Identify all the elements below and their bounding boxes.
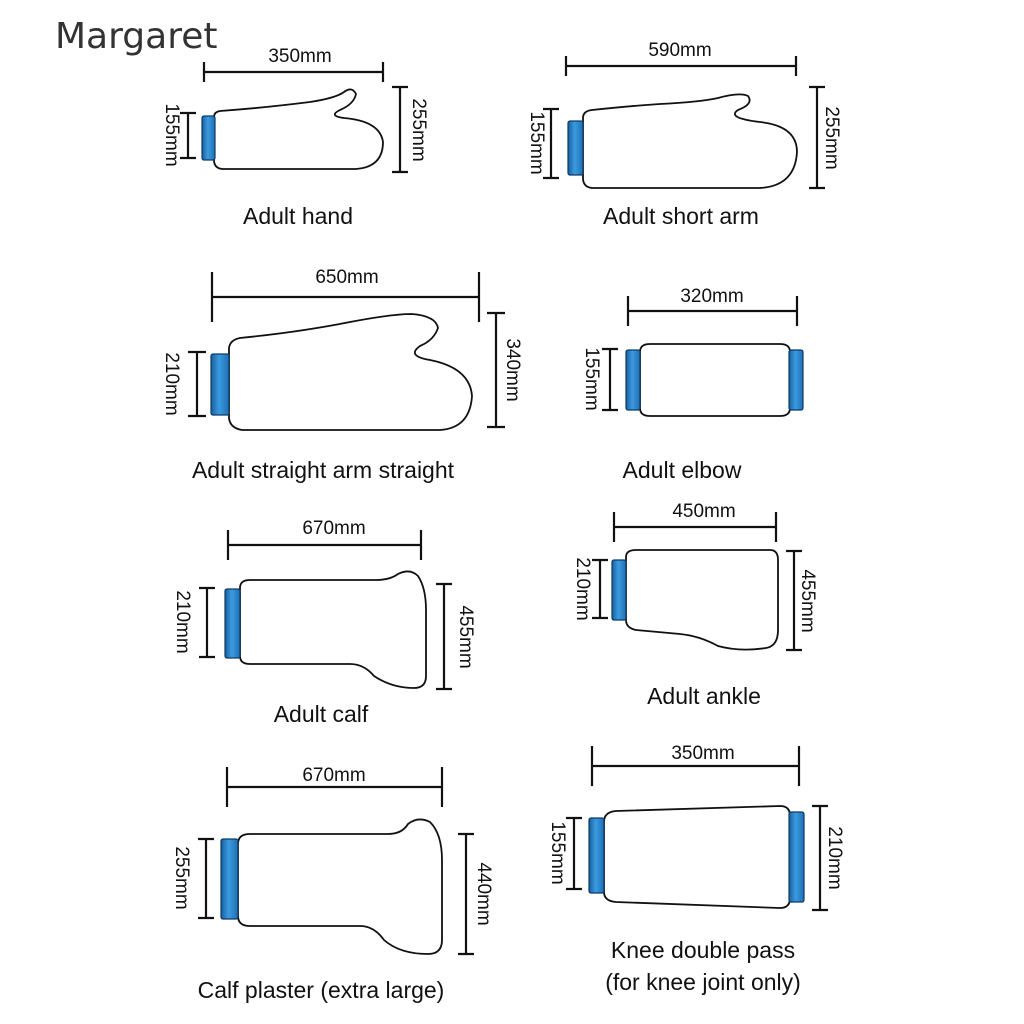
cuff bbox=[611, 559, 627, 621]
item-name: Calf plaster (extra large) bbox=[198, 977, 445, 1003]
height-right-label: 340mm bbox=[502, 338, 523, 401]
cuff bbox=[220, 838, 239, 920]
width-label: 350mm bbox=[268, 46, 331, 67]
cover-shape bbox=[639, 343, 791, 417]
item-calf-plaster-xl: 670mm 255mm 440mm Calf plaster (extra la… bbox=[171, 765, 494, 1003]
item-adult-straight-arm: 650mm 210mm 340mm Adult straight arm str… bbox=[161, 267, 523, 483]
cover-shape bbox=[603, 805, 791, 909]
height-right-label: 455mm bbox=[797, 569, 818, 632]
item-name: Knee double pass bbox=[611, 937, 795, 963]
item-adult-ankle: 450mm 210mm 455mm Adult ankle bbox=[572, 501, 818, 709]
height-left-label: 210mm bbox=[161, 352, 182, 415]
cover-shape bbox=[213, 88, 384, 170]
cuff-right bbox=[788, 811, 805, 903]
height-left-label: 155mm bbox=[526, 111, 547, 174]
cuff bbox=[224, 588, 241, 659]
item-name: Adult straight arm straight bbox=[192, 457, 455, 483]
item-name-line2: (for knee joint only) bbox=[605, 969, 801, 995]
height-right-label: 210mm bbox=[824, 826, 845, 889]
item-name: Adult hand bbox=[243, 203, 353, 229]
item-adult-calf: 670mm 210mm 455mm Adult calf bbox=[172, 518, 476, 727]
height-left-label: 210mm bbox=[172, 590, 193, 653]
cover-shape bbox=[228, 313, 473, 431]
height-left-label: 155mm bbox=[161, 103, 182, 166]
cover-shape bbox=[625, 549, 779, 651]
height-right-label: 440mm bbox=[473, 862, 494, 925]
cover-shape bbox=[582, 93, 798, 189]
height-right-label: 255mm bbox=[821, 106, 842, 169]
height-left-label: 255mm bbox=[171, 846, 192, 909]
cuff bbox=[201, 115, 216, 161]
cuff-left bbox=[588, 817, 605, 894]
width-label: 320mm bbox=[680, 286, 743, 307]
brand-watermark: Margaret bbox=[55, 16, 217, 57]
height-right-label: 255mm bbox=[408, 98, 429, 161]
item-name: Adult short arm bbox=[603, 203, 759, 229]
item-adult-short-arm: 590mm 155mm 255mm Adult short arm bbox=[526, 40, 842, 229]
height-left-label: 155mm bbox=[581, 347, 602, 410]
cuff bbox=[567, 120, 584, 176]
cuff bbox=[210, 353, 230, 416]
item-knee-double-pass: 350mm 155mm 210mm Knee double pass (for … bbox=[547, 743, 845, 995]
width-label: 650mm bbox=[315, 267, 378, 288]
height-left-label: 210mm bbox=[572, 557, 593, 620]
item-name: Adult elbow bbox=[623, 457, 742, 483]
width-label: 450mm bbox=[672, 501, 735, 522]
width-label: 590mm bbox=[648, 40, 711, 61]
cuff-left bbox=[625, 349, 641, 411]
height-left-label: 155mm bbox=[547, 821, 568, 884]
width-label: 670mm bbox=[302, 518, 365, 539]
item-adult-hand: 350mm 155mm 255mm Adult hand bbox=[161, 46, 429, 229]
item-name: Adult calf bbox=[274, 701, 369, 727]
cover-shape bbox=[237, 818, 443, 955]
height-right-label: 455mm bbox=[455, 605, 476, 668]
cuff-right bbox=[788, 349, 804, 411]
item-name: Adult ankle bbox=[647, 683, 761, 709]
width-label: 350mm bbox=[671, 743, 734, 764]
cover-shape bbox=[239, 570, 427, 689]
width-label: 670mm bbox=[302, 765, 365, 786]
item-adult-elbow: 320mm 155mm Adult elbow bbox=[581, 286, 804, 483]
